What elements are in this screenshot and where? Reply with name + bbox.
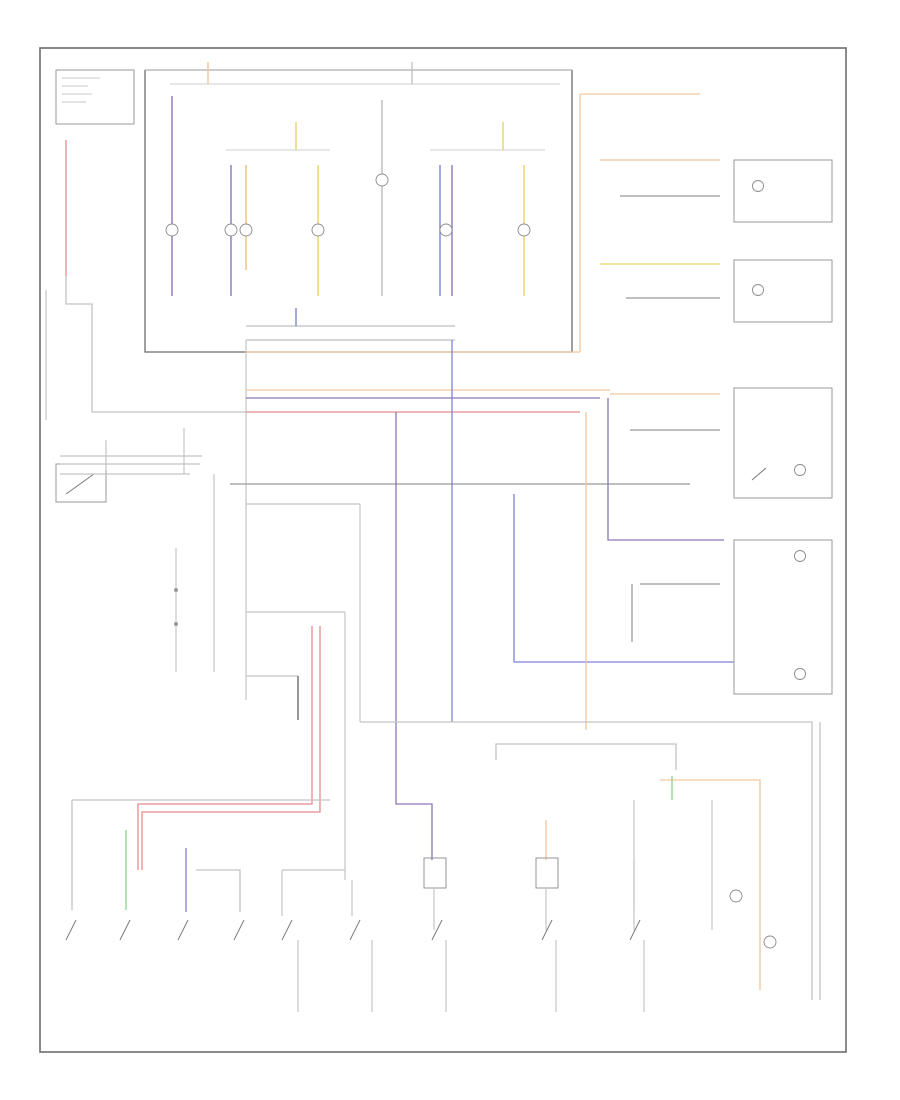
left-front-door-lamp (579, 93, 833, 352)
right-front-door-lamp (600, 259, 833, 323)
door-switch-wires (71, 626, 330, 912)
diagram-frame (39, 47, 847, 1053)
central-timer-module (45, 140, 246, 672)
bottom-switch-row (65, 743, 777, 1012)
center-connector (230, 340, 690, 880)
rear-courtesy-lamp (610, 387, 833, 499)
top-left-module (55, 69, 135, 125)
front-courtesy-lamp (631, 539, 833, 695)
instrument-lamp-box (144, 62, 573, 353)
violet-run (360, 340, 821, 1000)
